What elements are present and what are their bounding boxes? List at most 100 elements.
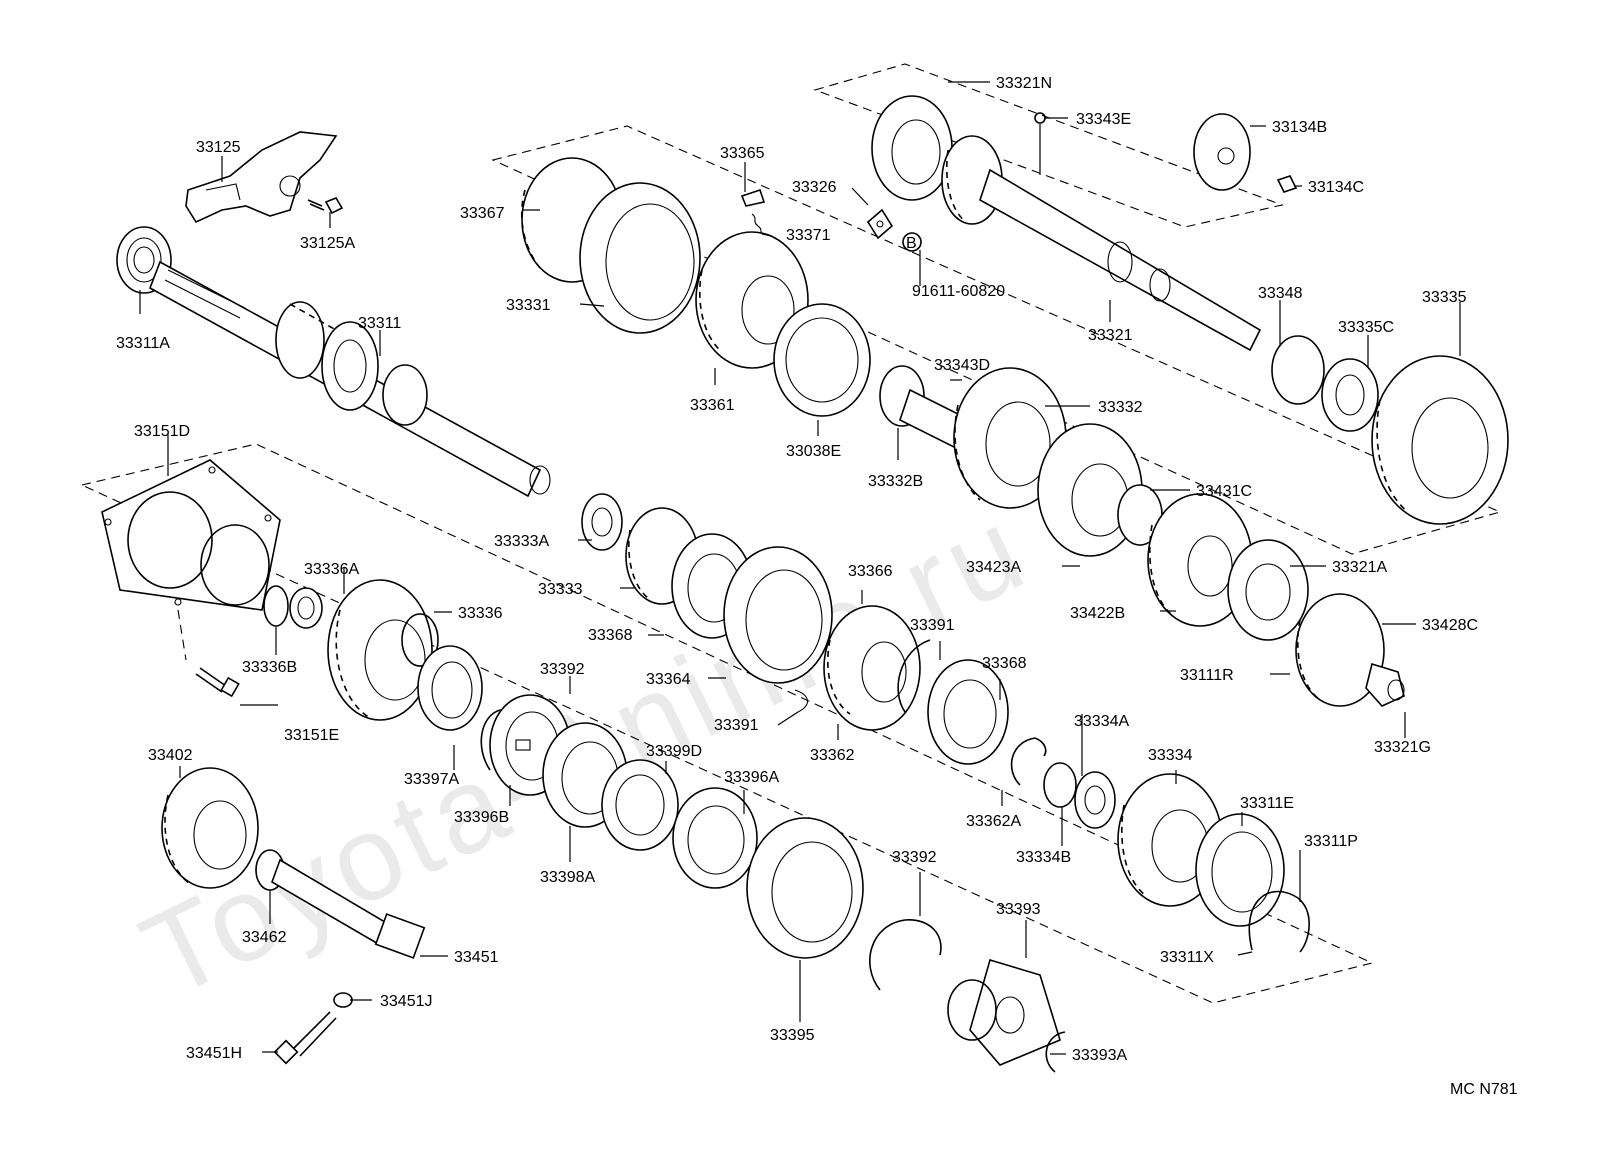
label-33371: 33371 <box>786 227 831 244</box>
gear-33393 <box>947 959 1061 1066</box>
label-33321n: 33321N <box>996 75 1052 92</box>
bolt-33451h <box>273 1011 337 1065</box>
gear-33402 <box>161 767 259 889</box>
bolt-33151e <box>195 667 240 698</box>
clip-33392-lower <box>869 919 942 991</box>
label-33336: 33336 <box>458 605 503 622</box>
bearing-33333a <box>581 493 623 551</box>
ball-33343e <box>1034 112 1046 124</box>
bearing-33334a <box>1074 771 1116 829</box>
label-33311e: 33311E <box>1240 795 1294 812</box>
label-33362a: 33362A <box>966 813 1021 830</box>
ring-33336b <box>263 585 289 627</box>
ring-33368-lower <box>927 659 1009 765</box>
label-33428c: 33428C <box>1422 617 1478 634</box>
label-33321: 33321 <box>1088 327 1133 344</box>
label-33423a: 33423A <box>966 559 1021 576</box>
clip-33393a <box>1045 1031 1066 1073</box>
label-33391-lower: 33391 <box>714 717 759 734</box>
gear-33422b <box>1147 493 1253 627</box>
label-33311p: 33311P <box>1304 833 1358 850</box>
part-labels: 33125 33125A 33311A 33311 33151D 33367 3… <box>116 75 1518 1098</box>
circle-b-mark: B <box>902 232 922 252</box>
snap-ring-33311p <box>1248 890 1310 953</box>
label-33321g: 33321G <box>1374 739 1431 756</box>
clip-33365 <box>740 188 766 239</box>
label-33368-upper: 33368 <box>588 627 633 644</box>
label-33332: 33332 <box>1098 399 1143 416</box>
label-33392-upper: 33392 <box>540 661 585 678</box>
label-33343d: 33343D <box>934 357 990 374</box>
label-33038e: 33038E <box>786 443 841 460</box>
label-33462: 33462 <box>242 929 287 946</box>
countershaft-assembly-box <box>491 125 1502 555</box>
label-33451h: 33451H <box>186 1045 242 1062</box>
label-33343e: 33343E <box>1076 111 1131 128</box>
ring-33334b <box>1043 762 1077 808</box>
label-33333a: 33333A <box>494 533 549 550</box>
circle-b-letter: B <box>906 235 917 252</box>
spring-33391-lower <box>794 689 808 713</box>
label-33151e: 33151E <box>284 727 339 744</box>
diagram-code: MC N781 <box>1450 1081 1518 1098</box>
label-33366: 33366 <box>848 563 893 580</box>
label-33422b: 33422B <box>1070 605 1125 622</box>
label-33398a: 33398A <box>540 869 595 886</box>
bearing-33335c <box>1321 358 1379 432</box>
label-33334a: 33334A <box>1074 713 1129 730</box>
gear-33428c <box>1295 593 1385 707</box>
bearing-33321n <box>871 95 953 201</box>
nut-33134c <box>1276 175 1298 193</box>
label-33336a: 33336A <box>304 561 359 578</box>
sleeve-33364 <box>723 546 833 684</box>
label-33134b: 33134B <box>1272 119 1327 136</box>
synchro-ring-33399d <box>601 759 679 851</box>
label-33402: 33402 <box>148 747 193 764</box>
label-33396a: 33396A <box>724 769 779 786</box>
label-33111r: 33111R <box>1180 667 1234 684</box>
countershaft-33332 <box>879 365 1067 509</box>
ring-33311e <box>1195 813 1285 927</box>
label-33336b: 33336B <box>242 659 297 676</box>
bearing-33321a <box>1227 539 1309 641</box>
label-33335c: 33335C <box>1338 319 1394 336</box>
label-33364: 33364 <box>646 671 691 688</box>
ring-33038e <box>773 303 871 417</box>
output-shaft-assembly-box <box>813 63 1284 228</box>
label-33311a: 33311A <box>116 335 170 352</box>
label-33396b: 33396B <box>454 809 509 826</box>
label-33335: 33335 <box>1422 289 1467 306</box>
plate-33134b <box>1193 113 1251 191</box>
label-91611-60820: 91611-60820 <box>912 283 1005 300</box>
needle-bearing-33336a <box>289 587 323 629</box>
washer-33451j <box>333 992 353 1008</box>
label-33332b: 33332B <box>868 473 923 490</box>
label-33125a: 33125A <box>300 235 355 252</box>
label-33361: 33361 <box>690 397 735 414</box>
label-33451: 33451 <box>454 949 499 966</box>
nut-33321g <box>1365 662 1405 707</box>
label-33334: 33334 <box>1148 747 1193 764</box>
snap-ring-33362a <box>1010 737 1047 786</box>
label-33362: 33362 <box>810 747 855 764</box>
label-33334b: 33334B <box>1016 849 1071 866</box>
retainer-33326 <box>866 208 894 240</box>
label-33365: 33365 <box>720 145 765 162</box>
sleeve-33395 <box>746 817 864 959</box>
label-33348: 33348 <box>1258 285 1303 302</box>
label-33333: 33333 <box>538 581 583 598</box>
label-33367: 33367 <box>460 205 505 222</box>
label-33134c: 33134C <box>1308 179 1364 196</box>
label-33397a: 33397A <box>404 771 459 788</box>
label-33399d: 33399D <box>646 743 702 760</box>
hub-33362 <box>823 605 921 731</box>
bolt-33125a <box>307 197 344 215</box>
label-33326: 33326 <box>792 179 837 196</box>
label-33368-lower: 33368 <box>982 655 1027 672</box>
label-33393: 33393 <box>996 901 1041 918</box>
label-33431c: 33431C <box>1196 483 1252 500</box>
ring-33348 <box>1271 335 1325 405</box>
leader-lines <box>139 81 1461 1055</box>
